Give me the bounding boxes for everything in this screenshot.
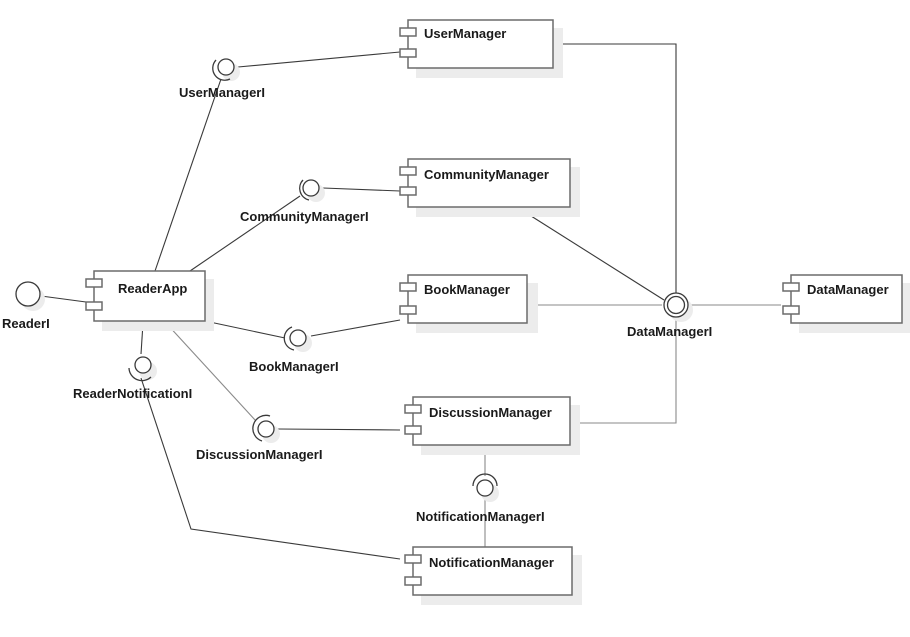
provided-interface-icon [134,356,152,374]
component-icon [399,48,417,58]
provided-interface-icon [302,179,320,197]
interface-notification-manager-i[interactable]: NotificationManagerI [416,473,545,524]
component-label: UserManager [424,26,506,41]
interface-label: BookManagerI [249,359,339,374]
required-socket-icon [299,179,310,201]
wire-usermanageri-usermanager [237,51,401,68]
required-socket-icon [283,326,295,351]
component-icon [404,554,422,564]
interface-label: ReaderI [2,316,50,331]
component-icon [399,166,417,176]
component-icon [404,576,422,586]
component-label: NotificationManager [429,555,554,570]
wire-discussionmanager-datamanageri [570,318,677,424]
provided-interface-icon [289,329,307,347]
interface-discussion-manager-i[interactable]: DiscussionManagerI [196,414,322,462]
interface-label: ReaderNotificationI [73,386,192,401]
provided-interface-icon [217,58,235,76]
interface-label: DataManagerI [627,324,712,339]
interface-community-manager-i[interactable]: CommunityManagerI [240,179,369,224]
component-data-manager[interactable]: DataManager [782,274,910,333]
component-icon [399,186,417,196]
component-label: ReaderApp [118,281,187,296]
component-community-manager[interactable]: CommunityManager [399,158,580,217]
wire-readernotificationi-notificationmanager [140,377,401,560]
wire-readerapp-discussionmanageri [165,322,257,422]
component-icon [399,282,417,292]
interface-label: NotificationManagerI [416,509,545,524]
wire-readerapp-communitymanageri [189,195,301,272]
component-discussion-manager[interactable]: DiscussionManager [404,396,580,455]
component-icon [399,305,417,315]
interface-book-manager-i[interactable]: BookManagerI [249,326,339,374]
component-icon [404,425,422,435]
component-icon [85,301,103,311]
component-icon [782,305,800,315]
wire-readerapp-bookmanageri [204,320,286,339]
component-reader-app[interactable]: ReaderApp [85,270,214,331]
component-label: DiscussionManager [429,405,552,420]
interface-reader-i[interactable]: ReaderI [2,281,50,331]
component-label: BookManager [424,282,510,297]
component-label: DataManager [807,282,889,297]
component-icon [782,282,800,292]
wire-readerapp-usermanageri [154,78,222,272]
component-icon [85,278,103,288]
wire-usermanager-datamanageri [553,43,677,293]
wire-discussionmanageri-discussionmanager [277,428,401,431]
component-icon [399,27,417,37]
required-socket-icon [252,414,271,442]
interface-user-manager-i[interactable]: UserManagerI [179,58,265,100]
component-icon [404,404,422,414]
wire-communitymanager-datamanageri [519,208,665,301]
required-socket-icon [472,473,498,487]
wire-communitymanageri-communitymanager [322,187,401,192]
interface-label: DiscussionManagerI [196,447,322,462]
interface-label: UserManagerI [179,85,265,100]
interface-data-manager-i[interactable]: DataManagerI [627,292,712,339]
provided-interface-icon [666,295,686,315]
component-book-manager[interactable]: BookManager [399,274,538,333]
required-socket-icon [212,59,231,81]
provided-interface-icon [476,479,494,497]
interface-reader-notification-i[interactable]: ReaderNotificationI [73,356,192,401]
provided-interface-icon [15,281,41,307]
component-label: CommunityManager [424,167,549,182]
component-notification-manager[interactable]: NotificationManager [404,546,582,605]
interface-label: CommunityManagerI [240,209,369,224]
provided-interface-icon [257,420,275,438]
wire-readeri-readerapp [40,295,87,303]
component-user-manager[interactable]: UserManager [399,19,563,78]
required-socket-icon [128,367,152,382]
wire-bookmanageri-bookmanager [310,319,401,337]
